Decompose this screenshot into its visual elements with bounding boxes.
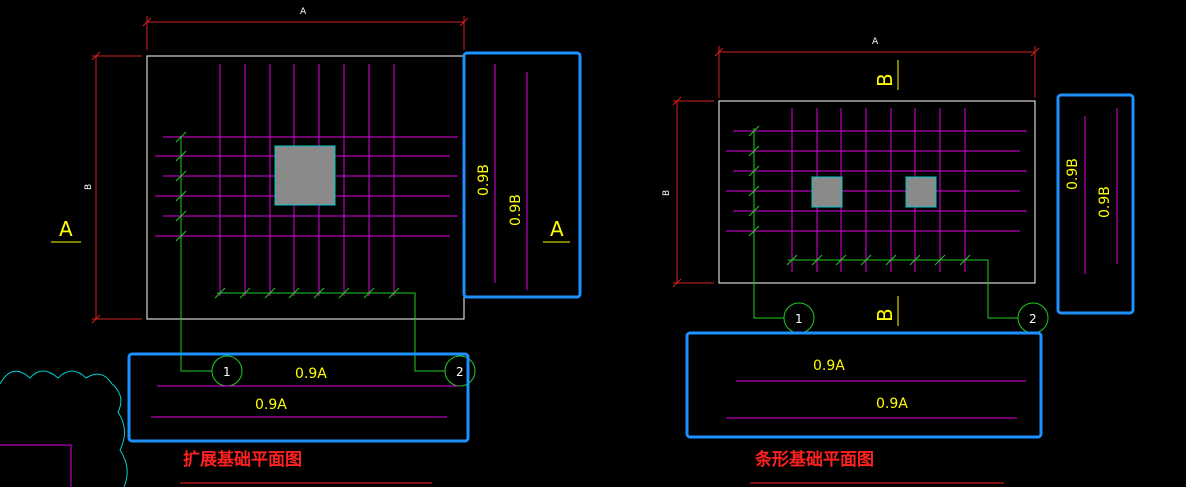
left-highlight-box-right <box>462 51 582 299</box>
left-section-mark-left: A <box>59 217 73 241</box>
left-dim-top <box>142 16 469 50</box>
left-section-mark-right: A <box>550 217 564 241</box>
right-dim-top-label: A <box>872 37 879 47</box>
right-column-1 <box>811 176 843 208</box>
left-column <box>274 145 336 206</box>
left-label-09b-inner: 0.9B <box>508 194 524 226</box>
right-highlight-box-bottom <box>685 331 1043 439</box>
right-dim-side <box>672 96 714 288</box>
right-label-09b-outer: 0.9B <box>1065 158 1081 190</box>
right-rebar-detail-vertical <box>1084 108 1118 274</box>
right-section-mark-top: B <box>873 73 897 87</box>
left-rebar-detail-vertical <box>494 64 528 290</box>
left-label-09a-bottom: 0.9A <box>255 397 287 413</box>
left-label-09b-outer: 0.9B <box>476 164 492 196</box>
right-column-2 <box>905 176 937 208</box>
right-callout-1: 1 <box>795 312 803 326</box>
right-rebar-grid <box>726 108 1027 272</box>
left-dim-side-label: B <box>84 184 94 190</box>
left-callout-1: 1 <box>223 365 231 379</box>
left-leader-lines <box>175 131 476 387</box>
right-callout-2: 2 <box>1029 312 1037 326</box>
right-dim-top <box>714 46 1040 98</box>
left-drawing-title: 扩展基础平面图 <box>183 449 302 470</box>
revision-cloud <box>0 370 128 487</box>
right-label-09a-top: 0.9A <box>813 358 845 374</box>
right-drawing-title: 条形基础平面图 <box>754 449 874 470</box>
left-highlight-box-bottom <box>127 352 470 443</box>
right-foundation-plan: A B B B <box>662 37 1135 484</box>
right-rebar-detail-horizontal <box>726 380 1026 419</box>
left-dim-top-label: A <box>300 7 307 17</box>
right-footing-outline <box>718 100 1036 284</box>
left-label-09a-top: 0.9A <box>295 366 327 382</box>
right-section-mark-bottom: B <box>873 308 897 322</box>
adjacent-rebar-outline <box>0 444 72 487</box>
left-dim-side <box>91 51 142 324</box>
right-label-09b-inner: 0.9B <box>1097 186 1113 218</box>
left-foundation-plan: A B A A <box>0 7 582 487</box>
right-dim-side-label: B <box>662 190 672 196</box>
right-highlight-box-right <box>1056 93 1135 315</box>
left-callout-2: 2 <box>456 365 464 379</box>
left-rebar-detail-horizontal <box>151 385 459 418</box>
right-label-09a-bottom: 0.9A <box>876 396 908 412</box>
